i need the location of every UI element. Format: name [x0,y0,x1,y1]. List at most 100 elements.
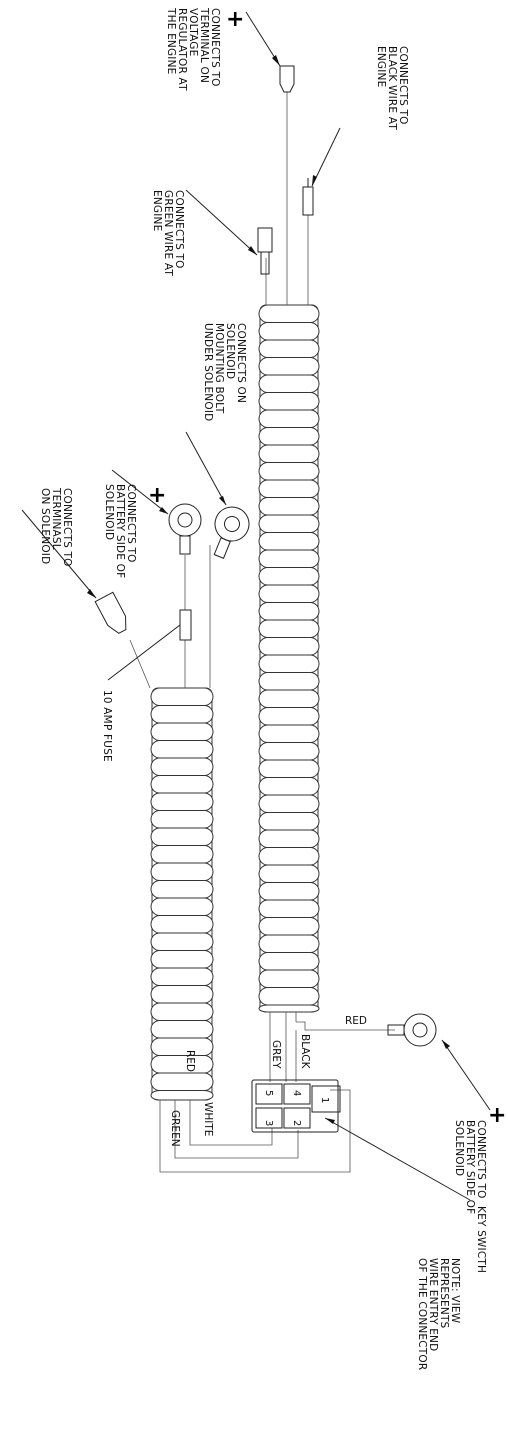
svg-text:CONNECTS TO: CONNECTS TO [173,190,185,269]
label-black-wire: CONNECTS TO BLACK WIRE AT ENGINE [375,46,409,130]
bolt-ring-terminal [213,506,250,559]
svg-text:CONNECTS TO: CONNECTS TO [61,488,73,567]
tube-rib [258,759,320,778]
tube-rib [258,339,320,358]
tube-rib [258,444,320,463]
svg-text:BATTERY SIDE OF: BATTERY SIDE OF [114,484,126,578]
svg-text:SOLENOID: SOLENOID [103,484,115,540]
tube-rib [150,775,214,794]
tube-rib [150,985,214,1004]
tube-rib [258,1004,320,1013]
tube-rib [258,689,320,708]
svg-text:UNDER SOLENOID: UNDER SOLENOID [202,323,214,421]
svg-text:BATTERY SIDE OF: BATTERY SIDE OF [464,1120,476,1214]
battery-ring-terminal [168,503,202,555]
svg-text:TERMINAL ON: TERMINAL ON [198,7,210,83]
svg-text:NOTE: VIEW: NOTE: VIEW [449,1258,461,1324]
label-fuse: 10 AMP FUSE [101,690,113,762]
tube-rib [258,987,320,1006]
tube-rib [258,637,320,656]
arrowhead [312,175,317,186]
arrowhead [219,496,226,505]
tube-rib [150,827,214,846]
tube-rib [258,427,320,446]
pin-3-label: 3 [263,1120,274,1126]
label-solenoid-bolt: CONNECTS ON SOLENOID MOUNTING BOLT UNDER… [202,323,247,421]
tube-rib [150,757,214,776]
tube-rib [258,864,320,883]
svg-text:CONNECTS ON: CONNECTS ON [235,323,247,403]
svg-text:TERMINASL: TERMINASL [50,487,62,550]
tube-rib [258,899,320,918]
tube-rib [258,724,320,743]
tube-rib [258,882,320,901]
svg-text:BLACK WIRE AT: BLACK WIRE AT [386,46,398,130]
wire-label-green: GREEN [169,1110,181,1147]
pin-5-label: 5 [263,1090,274,1096]
arrowhead [442,1040,450,1049]
svg-text:MOUNTING BOLT: MOUNTING BOLT [213,323,225,414]
leader-line [185,431,227,506]
tube-rib [258,934,320,953]
green-wire-connector [257,227,273,275]
wire-label-black: BLACK [299,1034,311,1070]
tube-rib [150,915,214,934]
tube-rib [258,409,320,428]
tube-rib [258,322,320,341]
svg-text:ON SOLENOID: ON SOLENOID [39,488,51,564]
branch-conduit-tube [150,687,214,1101]
svg-text:10 AMP FUSE: 10 AMP FUSE [101,690,113,762]
tube-rib [258,462,320,481]
tube-rib [258,847,320,866]
tube-rib [258,497,320,516]
black-wire-bullet-connector [302,178,314,216]
tube-rib [150,897,214,916]
tube-rib [258,952,320,971]
arrowhead [325,1118,335,1124]
tube-rib [150,1020,214,1039]
arrowhead [159,507,168,514]
red-wire [174,1100,299,1159]
arrowhead [248,246,257,255]
svg-text:ENGINE: ENGINE [375,46,387,87]
tube-rib [258,794,320,813]
svg-text:ENGINE: ENGINE [151,190,163,231]
leader-line [111,469,169,515]
arrowhead [87,589,96,598]
tube-rib [258,357,320,376]
tube-rib [258,742,320,761]
terminal-s-wire [129,639,151,689]
tube-rib [258,707,320,726]
svg-text:VOLTAGE: VOLTAGE [187,8,199,56]
tube-rib [258,549,320,568]
tube-rib [258,654,320,673]
tube-rib [150,792,214,811]
tube-rib [258,374,320,393]
tube-rib [258,619,320,638]
tube-rib [258,584,320,603]
tube-rib [258,602,320,621]
svg-text:CONNECTS TO: CONNECTS TO [475,1120,487,1199]
tube-rib [258,514,320,533]
white-wire [189,1100,273,1146]
label-battery-side-2: CONNECTS TO BATTERY SIDE OF SOLENOID [453,1120,487,1214]
svg-text:CONNECTS TO: CONNECTS TO [209,8,221,87]
svg-text:OF THE CONNECTOR: OF THE CONNECTOR [416,1258,428,1370]
tube-rib [150,705,214,724]
label-key-switch: KEY SWICTH [475,1206,487,1273]
pin-1-label: 1 [319,1097,330,1103]
tube-rib [150,950,214,969]
svg-text:SOLENOID: SOLENOID [224,323,236,379]
plus-sign-regulator: + [226,7,244,32]
tube-rib [150,722,214,741]
regulator-spade-terminal [279,65,295,93]
tube-rib [258,917,320,936]
label-battery-side-1: CONNECTS TO BATTERY SIDE OF SOLENOID [103,484,137,578]
tube-rib [150,1002,214,1021]
tube-rib [258,672,320,691]
leader-line [107,624,181,681]
wire-label-red-top: RED [345,1015,367,1027]
leader-line [324,1117,471,1201]
leader-line [185,189,258,256]
key-switch-connector [251,1079,341,1133]
